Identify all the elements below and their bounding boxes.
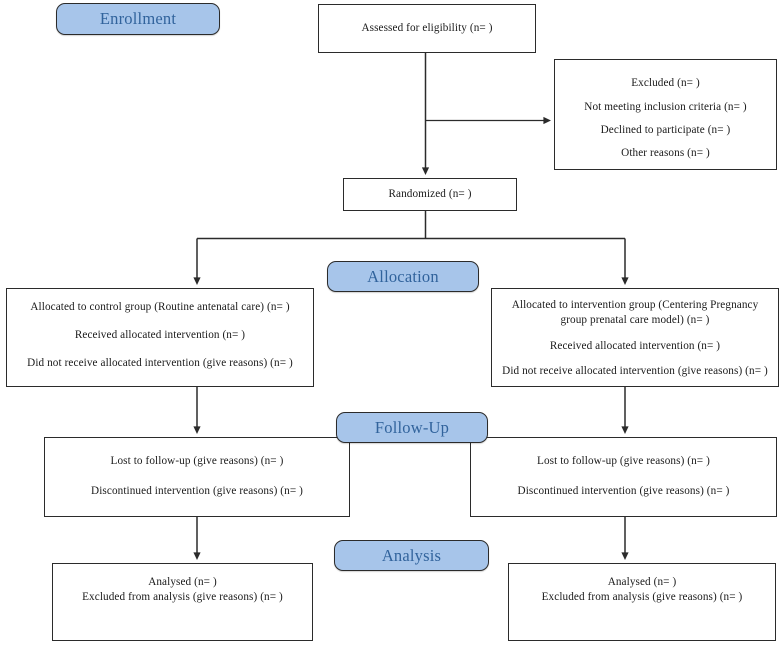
node-analysis-intervention-group: Analysed (n= ) Excluded from analysis (g… <box>508 563 776 641</box>
stage-badge-followup-label: Follow-Up <box>374 417 450 437</box>
stage-badge-allocation-label: Allocation <box>367 266 439 286</box>
node-line: Not meeting inclusion criteria (n= ) <box>584 100 747 113</box>
node-line: Discontinued intervention (give reasons)… <box>91 484 303 497</box>
node-line: Declined to participate (n= ) <box>600 123 731 136</box>
node-line: Assessed for eligibility (n= ) <box>361 22 493 35</box>
node-allocation-control-group: Allocated to control group (Routine ante… <box>6 288 314 387</box>
node-line: Lost to follow-up (give reasons) (n= ) <box>537 455 710 467</box>
stage-badge-enrollment-label: Enrollment <box>99 9 177 28</box>
node-excluded: Excluded (n= ) Not meeting inclusion cri… <box>554 59 777 170</box>
node-line: Received allocated intervention (n= ) <box>74 328 246 341</box>
node-line: Did not receive allocated intervention (… <box>502 365 768 378</box>
node-randomized: Randomized (n= ) <box>343 178 517 211</box>
stage-badge-enrollment: Enrollment <box>56 3 220 35</box>
node-line: Other reasons (n= ) <box>621 146 710 159</box>
node-line: Analysed (n= ) <box>148 576 217 588</box>
node-line: Allocated to intervention group (Centeri… <box>511 299 759 326</box>
node-line: Excluded (n= ) <box>631 77 700 90</box>
node-assessed-for-eligibility: Assessed for eligibility (n= ) <box>318 4 536 53</box>
node-allocation-intervention-group: Allocated to intervention group (Centeri… <box>491 288 779 387</box>
node-line: Randomized (n= ) <box>388 188 472 201</box>
node-line: Lost to follow-up (give reasons) (n= ) <box>110 455 284 467</box>
node-line: Received allocated intervention (n= ) <box>549 339 721 352</box>
node-line: Did not receive allocated intervention (… <box>27 356 293 369</box>
stage-badge-analysis: Analysis <box>334 540 489 571</box>
node-line: Discontinued intervention (give reasons)… <box>517 484 730 497</box>
node-line: Allocated to control group (Routine ante… <box>30 301 290 313</box>
node-analysis-control-group: Analysed (n= ) Excluded from analysis (g… <box>52 563 313 641</box>
node-followup-intervention-group: Lost to follow-up (give reasons) (n= ) D… <box>470 437 777 517</box>
node-line: Analysed (n= ) <box>607 576 677 588</box>
stage-badge-analysis-label: Analysis <box>381 545 442 565</box>
node-line: Excluded from analysis (give reasons) (n… <box>541 590 743 603</box>
node-followup-control-group: Lost to follow-up (give reasons) (n= ) D… <box>44 437 350 517</box>
node-line: Excluded from analysis (give reasons) (n… <box>82 590 283 603</box>
stage-badge-followup: Follow-Up <box>336 412 488 443</box>
stage-badge-allocation: Allocation <box>327 261 479 292</box>
